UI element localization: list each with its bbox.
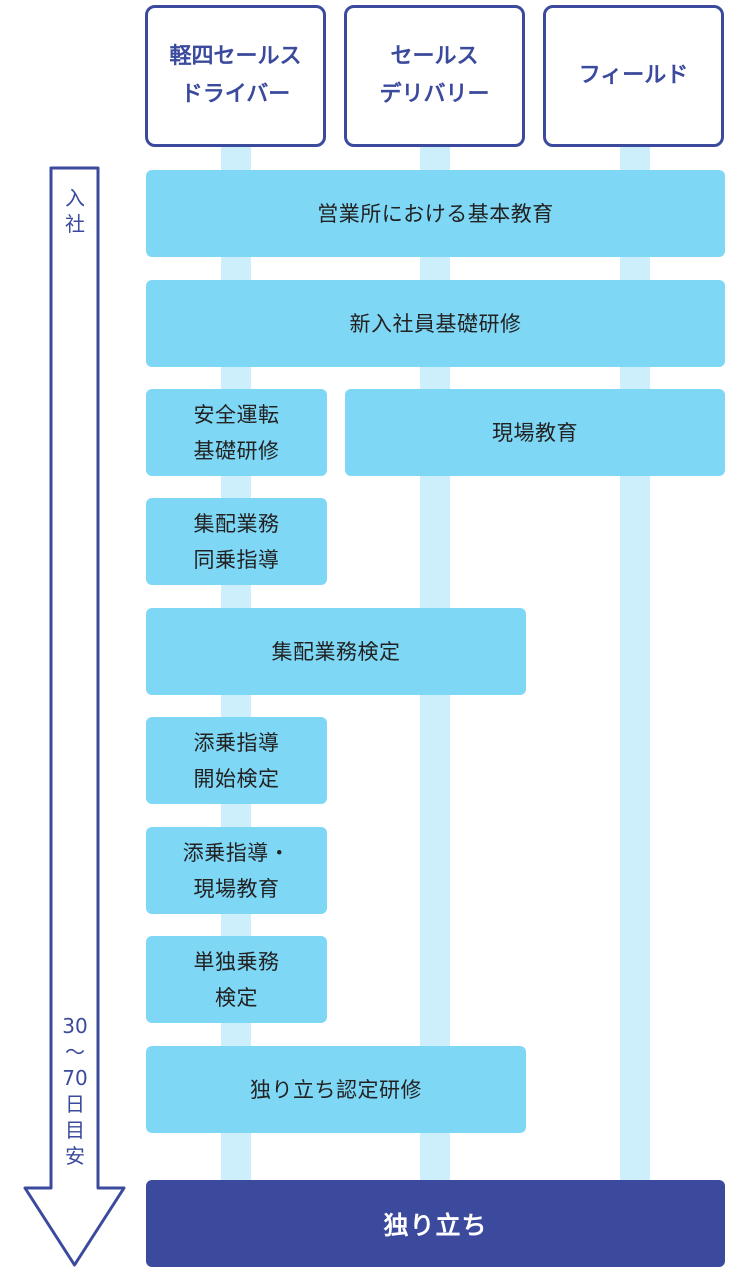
timeline-arrow bbox=[23, 166, 126, 1267]
step-new-hire-training: 新入社員基礎研修 bbox=[146, 280, 725, 367]
step-safe-driving-training: 安全運転 基礎研修 bbox=[146, 389, 327, 476]
step-escort-field-education: 添乗指導・ 現場教育 bbox=[146, 827, 327, 914]
step-basic-education: 営業所における基本教育 bbox=[146, 170, 725, 257]
timeline-start-label: 入 社 bbox=[65, 186, 85, 236]
step-solo-exam: 単独乗務 検定 bbox=[146, 936, 327, 1023]
step-escort-start-exam: 添乗指導 開始検定 bbox=[146, 717, 327, 804]
step-field-education: 現場教育 bbox=[345, 389, 725, 476]
column-header-field: フィールド bbox=[543, 5, 724, 147]
column-header-keiyon-sales-driver: 軽四セールス ドライバー bbox=[145, 5, 326, 147]
timeline-arrow-shape bbox=[23, 166, 126, 1267]
timeline-duration-label: 30 ～ 70 日 目 安 bbox=[62, 1014, 88, 1168]
step-independence: 独り立ち bbox=[146, 1180, 725, 1267]
step-delivery-ride-along: 集配業務 同乗指導 bbox=[146, 498, 327, 585]
column-header-sales-delivery: セールス デリバリー bbox=[344, 5, 525, 147]
step-delivery-exam: 集配業務検定 bbox=[146, 608, 526, 695]
step-certification-training: 独り立ち認定研修 bbox=[146, 1046, 526, 1133]
